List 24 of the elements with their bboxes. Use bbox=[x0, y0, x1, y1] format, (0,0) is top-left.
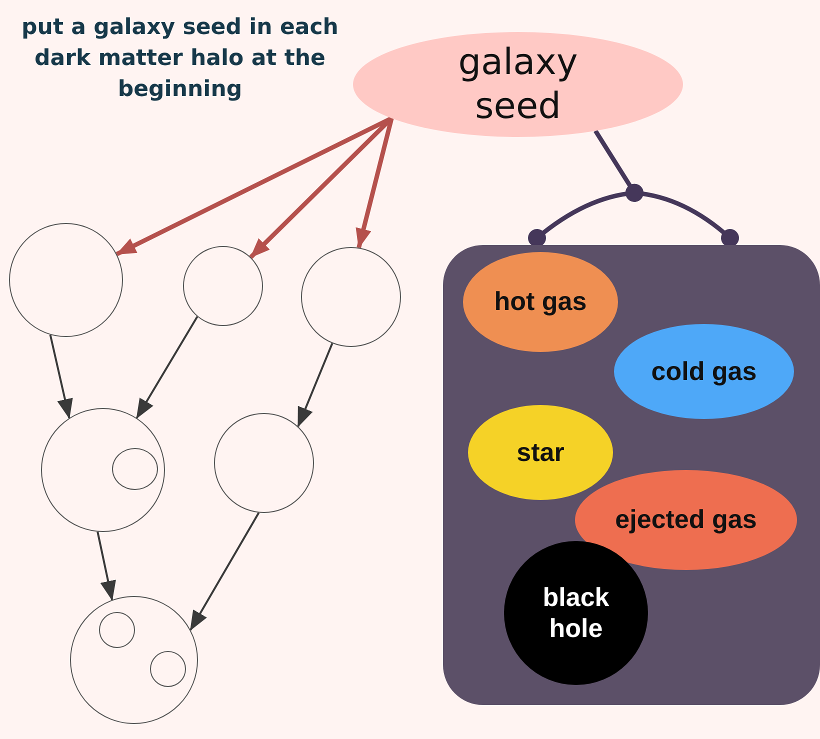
note-text: put a galaxy seed in each dark matter halo at the beginning bbox=[20, 14, 340, 104]
arrow bbox=[297, 342, 334, 428]
rounded-panel bbox=[443, 245, 820, 705]
arrow bbox=[96, 532, 116, 601]
arrow bbox=[49, 334, 73, 419]
arrow bbox=[190, 512, 260, 631]
circle-node bbox=[9, 223, 123, 337]
circle-node: black hole bbox=[504, 541, 648, 685]
circle-node bbox=[99, 612, 135, 648]
ellipse-node: hot gas bbox=[463, 252, 618, 352]
arrow bbox=[136, 316, 198, 419]
circle-node bbox=[301, 247, 401, 347]
ellipse-node: galaxy seed bbox=[353, 32, 683, 137]
circle-node bbox=[150, 651, 186, 687]
ellipse-node: cold gas bbox=[614, 324, 794, 419]
circle-node bbox=[183, 246, 263, 326]
branching-connector bbox=[528, 128, 739, 245]
ellipse-node: ejected gas bbox=[575, 470, 797, 570]
circle-node bbox=[112, 448, 158, 490]
circle-node bbox=[214, 413, 314, 513]
ellipse-node: star bbox=[468, 405, 613, 500]
arrow bbox=[356, 118, 394, 249]
circle-node bbox=[41, 408, 165, 532]
circle-node bbox=[70, 596, 198, 724]
